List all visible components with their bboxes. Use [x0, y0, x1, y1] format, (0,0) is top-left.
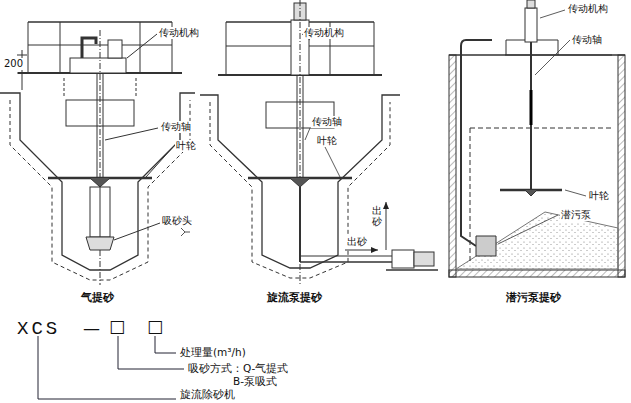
leader-lines-part [565, 190, 586, 196]
pump-separator-part [374, 22, 375, 75]
submersible-separator-part [506, 40, 507, 55]
pump-separator-part [392, 250, 414, 268]
pump-separator-part [299, 187, 301, 262]
code-note: 吸砂方式：Q-气提式 [187, 362, 289, 375]
part-label: 传动轴 [571, 34, 603, 46]
pump-separator-part [300, 261, 392, 263]
code-leaders-part [38, 336, 176, 399]
airlift-separator-part [90, 178, 110, 187]
pump-separator-part [303, 75, 304, 178]
code-leaders [38, 336, 184, 399]
submersible-separator-part [476, 236, 496, 256]
submersible-separator-part [530, 42, 532, 190]
airlift-separator-part [97, 73, 98, 178]
leader-lines-part [498, 215, 558, 244]
submersible-separator-part [470, 128, 612, 262]
airlift-separator-part [28, 21, 172, 23]
code-note: 旋流除砂机 [179, 388, 236, 401]
figure-caption: 旋流泵提砂 [266, 291, 323, 304]
flow-label: 出砂 [371, 205, 383, 227]
pump-separator-part [345, 250, 378, 251]
figure-caption: 气提砂 [80, 291, 115, 304]
pump-separator-part [210, 102, 390, 278]
code-leaders-part [155, 336, 176, 353]
part-label: 传动轴 [160, 121, 192, 133]
submersible-separator-part [525, 190, 537, 196]
submersible-separator [449, 0, 625, 277]
code-note: B-泵吸式 [232, 375, 278, 388]
part-label: 叶轮 [316, 135, 338, 147]
code-leaders-part [118, 336, 184, 369]
airlift-separator-part [22, 50, 23, 90]
submersible-separator-part [449, 270, 625, 277]
pump-separator-part [386, 269, 438, 271]
airlift-separator-part [66, 100, 134, 126]
airlift-separator [0, 22, 195, 285]
submersible-separator-part [449, 55, 456, 277]
part-label: 传动机构 [567, 3, 609, 15]
airlift-separator-part [28, 22, 29, 73]
pump-separator-part [300, 0, 301, 285]
pump-separator-part [290, 178, 310, 187]
submersible-separator-part [449, 54, 625, 56]
pump-separator-part [386, 202, 387, 250]
airlift-separator-part [114, 223, 160, 240]
flow-label: 出砂 [346, 236, 368, 248]
dimension: 200 [3, 58, 24, 70]
pump-separator-part [300, 256, 392, 257]
airlift-separator-part [108, 40, 122, 58]
leader-lines-part [540, 10, 565, 18]
airlift-separator-part [82, 38, 96, 58]
airlift-separator-part [60, 22, 61, 73]
figure-caption: 潜污泵提砂 [505, 291, 562, 304]
airlift-separator-part [86, 237, 114, 250]
airlift-separator-part [90, 187, 110, 237]
airlift-separator-part [100, 187, 101, 237]
airlift-separator-part [70, 58, 126, 73]
submersible-separator-part [456, 212, 618, 269]
code-box: □ [108, 316, 126, 336]
part-label: 传动机构 [158, 27, 200, 39]
model-code: XCS [16, 318, 61, 341]
airlift-separator-part [127, 34, 157, 58]
part-label: 传动轴 [311, 116, 343, 128]
leader-lines [302, 10, 586, 244]
airlift-separator-part [181, 228, 190, 236]
submersible-separator-part [525, 8, 537, 42]
part-label: 叶轮 [588, 190, 610, 202]
airlift-separator-part [146, 147, 173, 177]
leader-lines-part [305, 128, 310, 140]
airlift-separator-part [17, 73, 27, 74]
submersible-separator-part [618, 55, 625, 277]
part-label: 潜污泵 [560, 209, 592, 221]
pump-separator-part [200, 95, 400, 268]
pump-separator [200, 0, 438, 285]
part-label: 吸砂头 [161, 215, 193, 227]
leader-lines-part [535, 40, 570, 75]
airlift-separator-part [64, 76, 136, 96]
code-note: 处理量(m³/h) [179, 346, 247, 359]
part-label: 叶轮 [175, 140, 197, 152]
airlift-separator-part [103, 73, 104, 178]
airlift-separator-part [105, 128, 158, 140]
pump-separator-part [297, 75, 298, 178]
part-label: 传动机构 [303, 27, 345, 39]
pump-separator-part [226, 22, 227, 75]
submersible-separator-part [530, 90, 533, 125]
pump-separator-part [414, 252, 434, 266]
submersible-separator-part [461, 40, 492, 246]
leader-lines-part [325, 147, 340, 177]
submersible-separator-part [527, 0, 535, 8]
airlift-separator-part [17, 55, 27, 56]
code-dash: — [82, 318, 101, 338]
code-box: □ [146, 316, 164, 336]
